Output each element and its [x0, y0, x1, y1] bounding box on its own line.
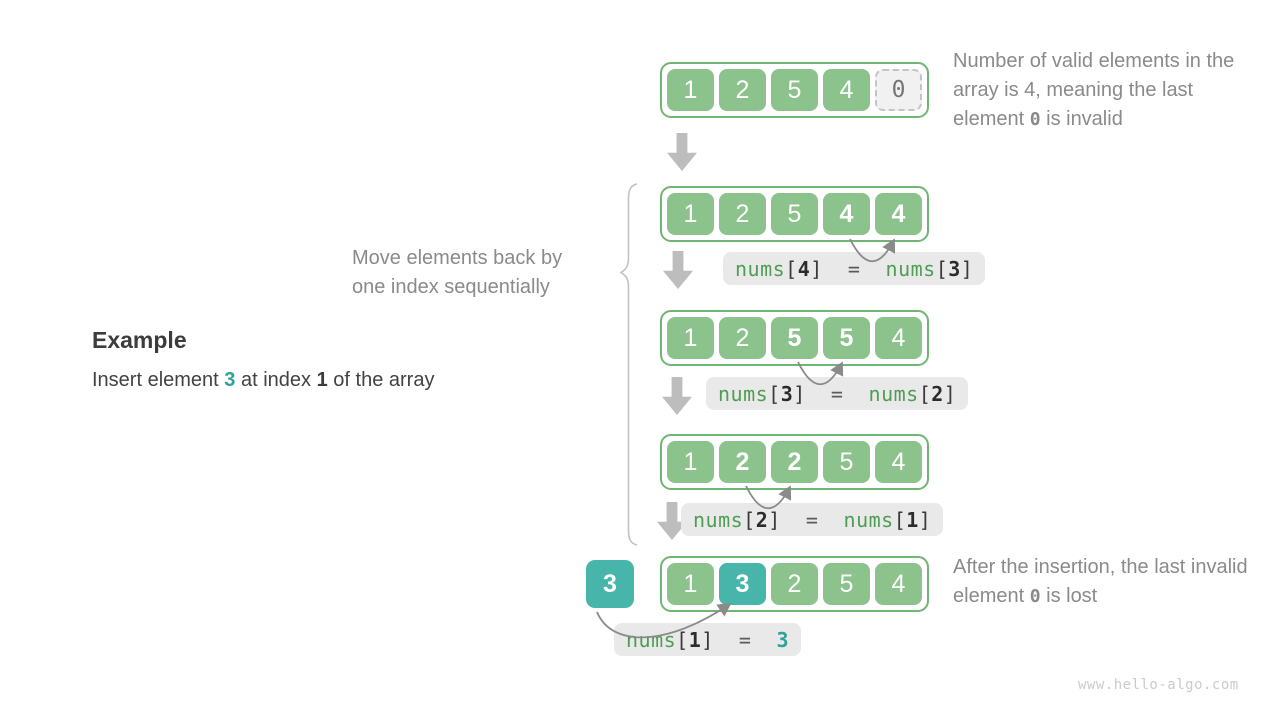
text-part: ] [943, 381, 957, 406]
text-part: [ [743, 507, 756, 532]
array-cell: 1 [667, 69, 714, 111]
text-part: [ [785, 256, 798, 281]
array-cell: 1 [667, 563, 714, 605]
text-part: 0 [1029, 586, 1041, 607]
text-part: of the array [327, 369, 435, 391]
text-part: 0 [1029, 109, 1041, 130]
array-cell: 2 [771, 563, 818, 605]
text-part: nums [693, 507, 744, 532]
watermark: www.hello-algo.com [1078, 677, 1239, 693]
text-part: nums [735, 256, 786, 281]
text-part: nums [868, 381, 919, 406]
array-cell: 0 [875, 69, 922, 111]
move-note: Move elements back by one index sequenti… [352, 244, 562, 302]
text-part: = [822, 256, 886, 281]
array-cell: 2 [719, 441, 766, 483]
code-label-nums1: nums[1] = 3 [614, 623, 802, 656]
array-cell: 4 [823, 193, 870, 235]
array-cell: 2 [719, 317, 766, 359]
annotation-after-insertion: After the insertion, the last invalid el… [953, 553, 1253, 611]
array-cell: 1 [667, 193, 714, 235]
text-part: ] [810, 256, 823, 281]
text-part: ] [701, 627, 714, 652]
code-label-nums2: nums[2] = nums[1] [681, 503, 944, 536]
array-cell: 1 [667, 317, 714, 359]
array-cell: 5 [771, 69, 818, 111]
down-arrow-icon [663, 251, 693, 289]
text-part: Number of valid elements in the array is… [953, 50, 1235, 130]
text-part: = [713, 627, 777, 652]
text-part: nums [885, 256, 936, 281]
text-part: 1 [688, 627, 702, 652]
array-cell: 4 [875, 317, 922, 359]
example-block: Example Insert element 3 at index 1 of t… [92, 327, 434, 392]
text-part: [ [918, 381, 932, 406]
text-part: 2 [931, 381, 944, 406]
text-part: [ [935, 256, 949, 281]
text-part: is lost [1040, 585, 1098, 607]
array-cell: 5 [771, 317, 818, 359]
example-description: Insert element 3 at index 1 of the array [92, 369, 434, 392]
text-part: 3 [776, 627, 790, 652]
example-title: Example [92, 327, 187, 353]
text-part: Insert element [92, 369, 225, 391]
array-cell: 4 [875, 563, 922, 605]
array-cell: 4 [875, 193, 922, 235]
text-part: = [805, 381, 869, 406]
text-part: [ [893, 507, 907, 532]
array-cell: 2 [771, 441, 818, 483]
text-part: 4 [797, 256, 811, 281]
text-part: ] [960, 256, 974, 281]
array-cell: 4 [875, 441, 922, 483]
code-label-nums3: nums[3] = nums[2] [706, 377, 969, 410]
text-part: = [780, 507, 844, 532]
array-cell: 5 [823, 563, 870, 605]
array-cell: 1 [667, 441, 714, 483]
text-part: [ [768, 381, 781, 406]
text-part: is invalid [1040, 108, 1123, 130]
array-cell: 2 [719, 69, 766, 111]
text-part: 1 [906, 507, 919, 532]
move-note-line-1: Move elements back by [352, 247, 563, 269]
text-part: nums [843, 507, 894, 532]
down-arrow-icon [662, 377, 692, 415]
array-cell: 5 [771, 193, 818, 235]
text-part: 1 [316, 369, 328, 391]
text-part: at index [235, 369, 317, 391]
text-part: nums [718, 381, 769, 406]
array-cell: 4 [823, 69, 870, 111]
text-part: 3 [224, 369, 236, 391]
text-part: 2 [755, 507, 769, 532]
array-cell: 5 [823, 317, 870, 359]
down-arrow-icon [667, 133, 697, 171]
text-part: ] [768, 507, 781, 532]
array-cell: 5 [823, 441, 870, 483]
move-note-line-2: one index sequentially [352, 276, 550, 298]
text-part: ] [793, 381, 806, 406]
array-cell: 3 [719, 563, 766, 605]
text-part: 3 [948, 256, 961, 281]
text-part: ] [918, 507, 932, 532]
text-part: After the insertion, the last invalid el… [953, 556, 1248, 607]
text-part: 3 [780, 381, 794, 406]
text-part: [ [676, 627, 689, 652]
annotation-invalid-element: Number of valid elements in the array is… [953, 47, 1255, 134]
inserted-element-box: 3 [586, 560, 634, 608]
brace-icon [619, 183, 638, 546]
code-label-nums4: nums[4] = nums[3] [723, 252, 986, 285]
text-part: nums [626, 627, 677, 652]
array-cell: 2 [719, 193, 766, 235]
